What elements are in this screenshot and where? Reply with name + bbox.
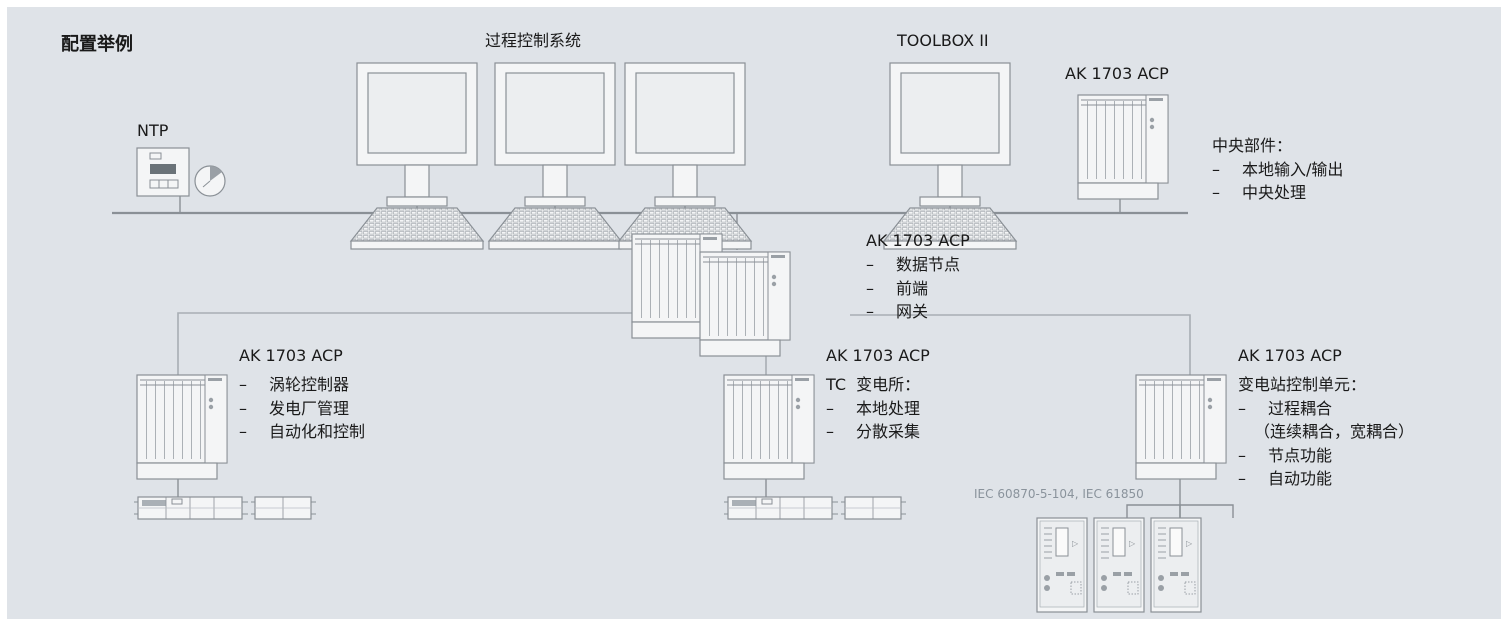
middle-heading: TC 变电所：	[826, 375, 921, 394]
process-control-workstation-2	[488, 62, 622, 250]
ak1703-right-rack	[1135, 374, 1227, 480]
central-item: –中央处理	[1212, 183, 1307, 202]
protocol-label: IEC 60870-5-104, IEC 61850	[974, 487, 1144, 501]
ak-middle-label: AK 1703 ACP	[826, 346, 930, 365]
node-item: –前端	[866, 278, 929, 298]
right-heading: 变电站控制单元：	[1238, 375, 1367, 394]
left-item: –涡轮控制器	[239, 375, 350, 394]
ntp-server	[136, 147, 190, 197]
ak1703-middle-rack	[723, 374, 815, 480]
central-heading: 中央部件：	[1212, 136, 1293, 155]
right-description: 变电站控制单元： –过程耦合 （连续耦合，宽耦合） –节点功能 –自动功能	[1238, 373, 1414, 491]
ntp-label: NTP	[137, 121, 169, 140]
right-item: –自动功能	[1238, 469, 1333, 488]
protection-relay-3	[1150, 517, 1202, 613]
left-item: –发电厂管理	[239, 398, 350, 418]
central-description: 中央部件： –本地输入/输出 –中央处理	[1212, 134, 1343, 205]
clock-icon	[194, 165, 226, 197]
ak1703-central-rack	[1077, 94, 1169, 200]
node-item: –数据节点	[866, 255, 961, 274]
ak-central-label: AK 1703 ACP	[1065, 64, 1169, 83]
right-item: –节点功能	[1238, 445, 1333, 465]
middle-description: TC 变电所： –本地处理 –分散采集	[826, 373, 920, 444]
protection-relay-1	[1036, 517, 1088, 613]
middle-item: –本地处理	[826, 398, 921, 418]
left-description: –涡轮控制器 –发电厂管理 –自动化和控制	[239, 373, 365, 444]
central-item: –本地输入/输出	[1212, 159, 1344, 179]
node-item: –网关	[866, 302, 929, 321]
ak-node-label: AK 1703 ACP	[866, 231, 970, 250]
ak1703-left-rack	[136, 374, 228, 480]
protection-relay-2	[1093, 517, 1145, 613]
ak-left-label: AK 1703 ACP	[239, 346, 343, 365]
toolbox-label: TOOLBOX II	[897, 31, 989, 50]
left-field-devices	[129, 496, 331, 520]
page-title: 配置举例	[61, 34, 133, 55]
process-control-workstation-3	[618, 62, 752, 250]
process-control-workstation-1	[350, 62, 484, 250]
process-control-label: 过程控制系统	[485, 31, 582, 50]
middle-item: –分散采集	[826, 422, 921, 441]
left-item: –自动化和控制	[239, 422, 366, 441]
toolbox-workstation	[883, 62, 1017, 250]
right-sub-item: （连续耦合，宽耦合）	[1254, 422, 1415, 441]
node-description: –数据节点 –前端 –网关	[866, 253, 960, 324]
right-item: –过程耦合	[1238, 398, 1333, 418]
middle-field-devices	[719, 496, 921, 520]
ak1703-node-rack-front	[699, 251, 791, 357]
ak-right-label: AK 1703 ACP	[1238, 346, 1342, 365]
